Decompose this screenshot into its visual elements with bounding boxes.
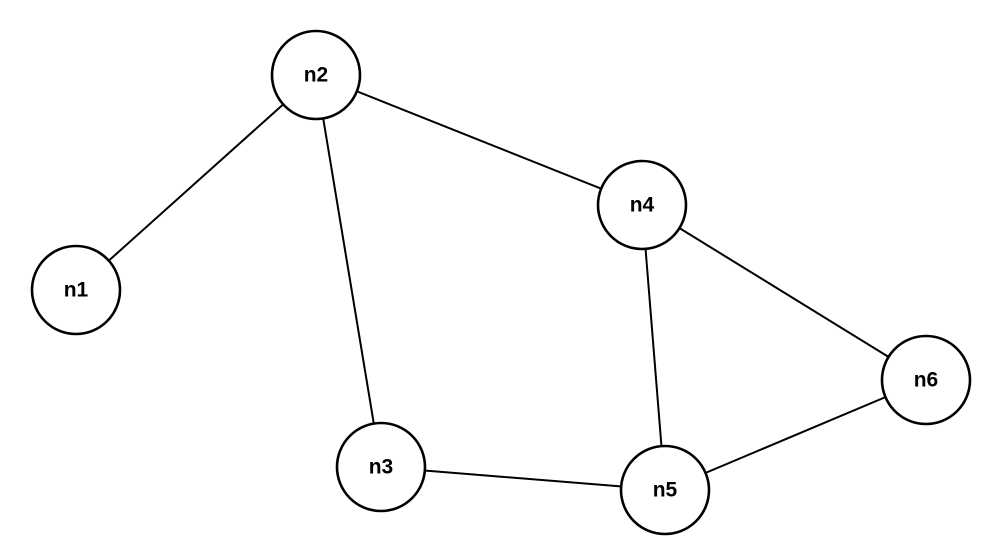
node-circle-n5[interactable] <box>619 444 711 536</box>
edge-n3-n5 <box>380 466 666 491</box>
node-n4[interactable]: n4 <box>596 159 688 251</box>
node-n1[interactable]: n1 <box>30 244 122 336</box>
edge-n1-n2 <box>75 74 317 291</box>
edge-n2-n3 <box>315 74 382 468</box>
node-circle-n3[interactable] <box>335 421 427 513</box>
edge-n4-n5 <box>641 204 666 491</box>
node-label-n4: n4 <box>630 194 655 217</box>
node-n6[interactable]: n6 <box>880 334 972 426</box>
edge-n2-n4 <box>315 74 643 206</box>
node-label-n3: n3 <box>369 456 394 479</box>
node-n5[interactable]: n5 <box>619 444 711 536</box>
node-circle-n1[interactable] <box>30 244 122 336</box>
node-circle-n4[interactable] <box>596 159 688 251</box>
edge-n4-n6 <box>641 204 927 381</box>
edge-n5-n6 <box>664 379 927 491</box>
node-label-n5: n5 <box>653 479 678 502</box>
nodes-layer: n1 n2 n3 n4 n5 n6 <box>30 29 972 536</box>
node-label-n2: n2 <box>304 64 329 87</box>
node-label-n1: n1 <box>64 279 89 302</box>
edges-layer <box>75 74 927 491</box>
node-circle-n2[interactable] <box>270 29 362 121</box>
node-n3[interactable]: n3 <box>335 421 427 513</box>
node-circle-n6[interactable] <box>880 334 972 426</box>
node-n2[interactable]: n2 <box>270 29 362 121</box>
node-label-n6: n6 <box>914 369 939 392</box>
